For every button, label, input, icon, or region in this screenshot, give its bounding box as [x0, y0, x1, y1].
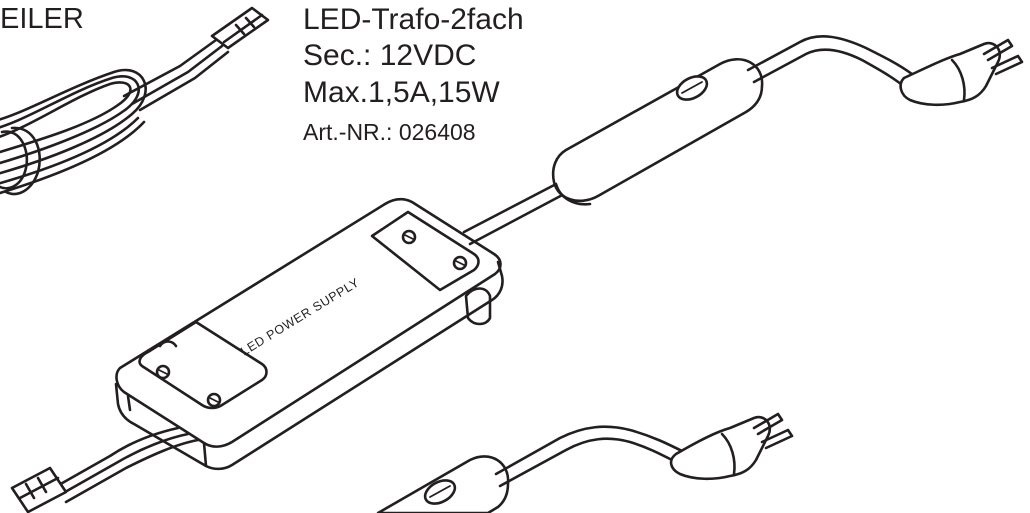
power-cord-bottom	[494, 425, 686, 488]
article-number-label: Art.-NR.: 026408	[303, 119, 476, 145]
power-supply-box: LED POWER SUPPLY	[114, 197, 504, 471]
screw-icon	[206, 392, 222, 408]
power-plug-top	[899, 38, 1024, 107]
product-title: LED-Trafo-2fach	[303, 3, 524, 36]
output-leads	[48, 426, 200, 504]
coiled-cable	[0, 38, 230, 195]
lead-connector	[10, 466, 68, 513]
screw-icon	[401, 229, 417, 245]
secondary-voltage-label: Sec.: 12VDC	[303, 39, 477, 72]
cable-connector-top	[210, 6, 270, 50]
transformer-unit-top	[551, 58, 764, 206]
transformer-unit-bottom	[376, 455, 510, 513]
cable-to-transformer	[462, 180, 570, 246]
switch-icon	[423, 479, 457, 505]
screw-icon	[452, 255, 468, 271]
coil-wrap-band	[0, 126, 41, 196]
screw-icon	[155, 364, 171, 380]
partial-label: EILER	[0, 3, 84, 35]
power-cord-top	[746, 35, 914, 90]
power-plug-bottom	[669, 412, 794, 481]
max-rating-label: Max.1,5A,15W	[303, 76, 500, 109]
switch-icon	[675, 75, 709, 101]
